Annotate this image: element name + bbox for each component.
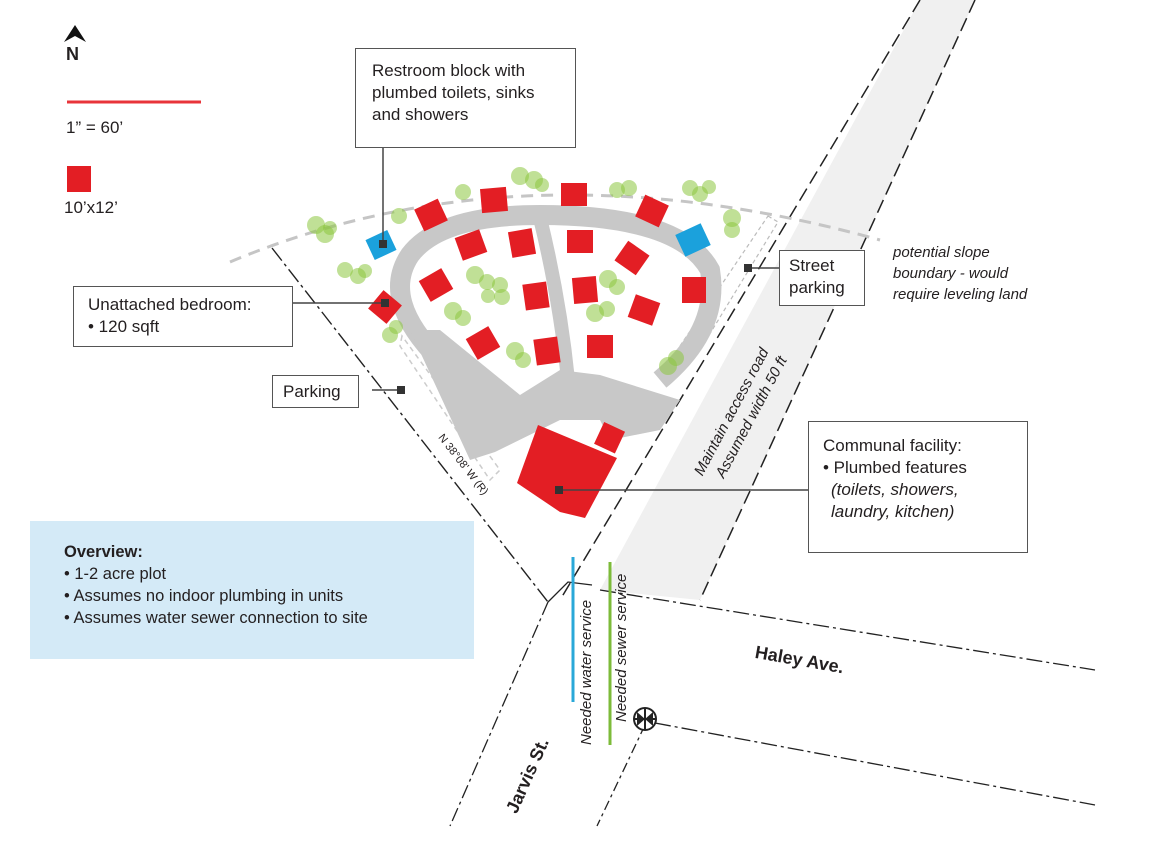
communal-callout-detail: (toilets, showers, xyxy=(831,480,959,499)
overview-item: • 1-2 acre plot xyxy=(64,565,167,583)
restroom-callout-line: Restroom block with xyxy=(372,61,526,80)
bedroom-callout: Unattached bedroom: • 120 sqft xyxy=(73,286,293,347)
unit xyxy=(627,294,661,326)
unit xyxy=(414,198,448,232)
restroom-block-east xyxy=(675,223,711,257)
parking-area xyxy=(399,334,501,482)
callout-leaders xyxy=(292,148,808,491)
slope-note-line: potential slope xyxy=(893,244,990,261)
communal-facility-callout: Communal facility: • Plumbed features (t… xyxy=(808,421,1028,553)
north-arrow-icon xyxy=(64,25,86,42)
unit xyxy=(561,183,587,206)
bedroom-callout-bullet: • 120 sqft xyxy=(88,317,160,336)
scale-label: 1” = 60’ xyxy=(66,118,124,137)
unit xyxy=(418,268,454,302)
callout-anchors xyxy=(379,240,752,494)
restroom-callout-line: and showers xyxy=(372,105,469,124)
street-parking-line: parking xyxy=(789,278,845,297)
bedroom-callout-title: Unattached bedroom: xyxy=(88,295,252,314)
unit-size-label: 10’x12’ xyxy=(64,198,118,217)
trees xyxy=(307,167,741,375)
haley-ave-south-edge xyxy=(654,722,1096,806)
north-label: N xyxy=(66,44,79,64)
sewer-service-label: Needed sewer service xyxy=(613,573,630,722)
unit xyxy=(571,276,599,304)
manhole-icon xyxy=(633,707,657,731)
internal-path-loop xyxy=(390,204,722,388)
unit xyxy=(567,230,593,253)
unit xyxy=(522,281,550,311)
units xyxy=(368,183,706,518)
internal-path-spine xyxy=(533,216,575,381)
unit xyxy=(507,228,537,258)
overview-item: • Assumes water sewer connection to site xyxy=(64,609,368,627)
unit xyxy=(465,326,501,360)
unit xyxy=(533,336,561,366)
unit xyxy=(454,229,488,261)
street-parking-callout: Street parking xyxy=(779,250,865,306)
unit-legend-swatch xyxy=(67,166,91,192)
overview-title: Overview: xyxy=(64,543,143,561)
access-road-edge-left xyxy=(559,0,921,601)
unit xyxy=(635,194,669,228)
unit xyxy=(587,335,613,358)
overview-panel: Overview: • 1-2 acre plot • Assumes no i… xyxy=(30,521,474,659)
communal-callout-title: Communal facility: xyxy=(823,436,962,455)
property-corner xyxy=(547,581,593,603)
slope-note-line: boundary - would xyxy=(893,265,1009,282)
communal-facility xyxy=(517,425,617,518)
unit xyxy=(480,186,508,214)
property-line-west xyxy=(271,247,549,603)
haley-ave-north-edge xyxy=(599,589,1096,671)
unit xyxy=(682,277,706,303)
unit xyxy=(614,240,650,276)
communal-annex xyxy=(594,422,626,454)
overview-item: • Assumes no indoor plumbing in units xyxy=(64,587,344,605)
jarvis-st-west-edge xyxy=(449,601,549,827)
water-service-label: Needed water service xyxy=(578,599,595,745)
street-parking-line: Street xyxy=(789,256,835,275)
restroom-callout-line: plumbed toilets, sinks xyxy=(372,83,535,102)
jarvis-st-east-edge xyxy=(596,724,646,827)
restroom-callout: Restroom block with plumbed toilets, sin… xyxy=(355,48,576,148)
slope-boundary-note: potential slope boundary - would require… xyxy=(893,242,1027,305)
communal-callout-detail: laundry, kitchen) xyxy=(831,502,955,521)
slope-note-line: require leveling land xyxy=(893,286,1028,303)
communal-callout-bullet: • Plumbed features xyxy=(823,458,967,477)
parking-callout: Parking xyxy=(272,375,359,408)
